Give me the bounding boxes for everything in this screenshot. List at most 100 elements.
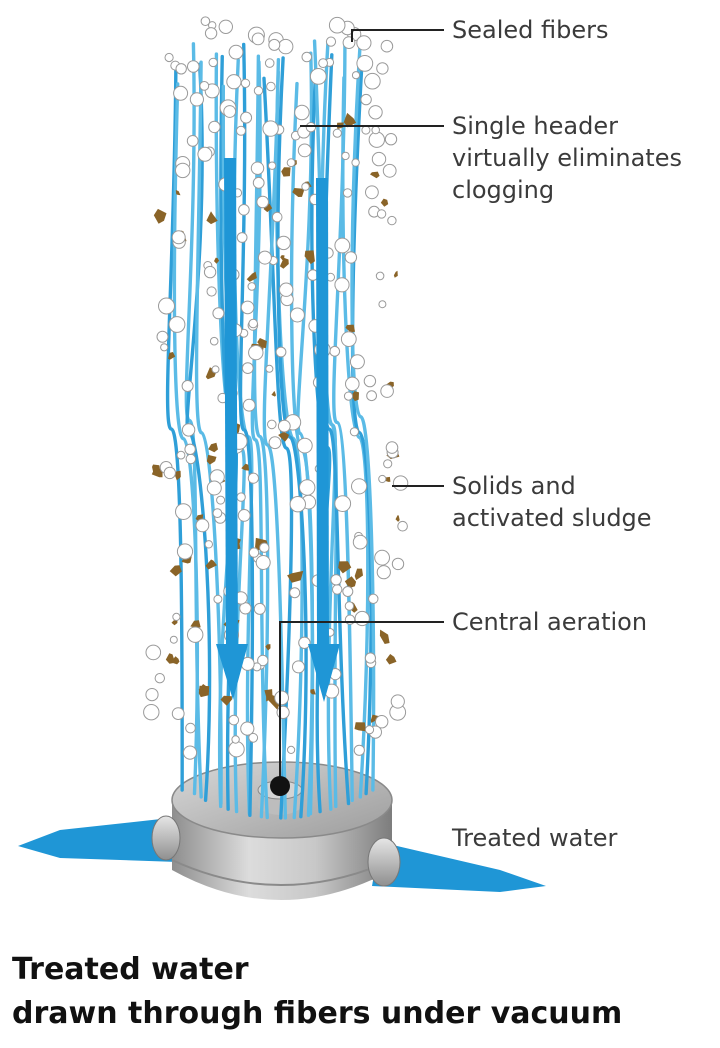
air-bubble [301, 182, 310, 191]
sludge-particle [279, 257, 289, 269]
air-bubble [228, 741, 245, 758]
air-bubble [364, 72, 381, 90]
air-bubble [181, 380, 194, 392]
air-bubble [384, 133, 398, 146]
air-bubble [223, 105, 237, 118]
air-bubble [253, 602, 266, 615]
air-bubble [271, 211, 283, 223]
air-bubble [349, 354, 365, 370]
label-solids: Solids and activated sludge [452, 472, 652, 532]
air-bubble [356, 35, 372, 51]
air-bubble [375, 271, 385, 281]
air-bubble [199, 81, 210, 91]
air-bubble [175, 503, 192, 521]
air-bubble [328, 16, 346, 34]
air-bubble [267, 419, 277, 430]
leader-lines [279, 29, 444, 784]
air-bubble [368, 131, 385, 148]
sludge-particle [168, 352, 176, 360]
air-bubble [341, 151, 350, 161]
air-bubble [236, 232, 248, 243]
flow-arrows [216, 157, 340, 702]
air-bubble [203, 265, 217, 279]
air-bubble [371, 151, 387, 167]
sludge-particle [220, 695, 232, 706]
air-bubble [352, 534, 368, 550]
sludge-particle [257, 338, 267, 348]
sludge-particle [206, 211, 218, 225]
air-bubble [163, 466, 177, 480]
air-bubble [168, 316, 186, 333]
air-bubble [218, 19, 234, 34]
air-bubble [289, 496, 306, 513]
air-bubble [208, 57, 218, 68]
air-bubble [268, 38, 281, 51]
flow-arrow-left-head [216, 644, 248, 700]
sludge-particle [354, 722, 367, 732]
air-bubble [176, 543, 194, 560]
flow-arrow-left [224, 157, 238, 651]
air-bubble [209, 336, 219, 346]
air-bubble [342, 36, 356, 49]
leader-central-aeration [279, 621, 444, 784]
air-bubble [231, 735, 240, 744]
sludge-particle [205, 559, 217, 570]
air-bubble [216, 495, 226, 505]
air-bubble [292, 660, 305, 674]
air-bubble [238, 204, 250, 216]
fiber [296, 51, 315, 816]
sludge-particle [206, 454, 217, 465]
sludge-particle [175, 190, 181, 196]
air-bubble [376, 209, 387, 219]
air-bubble [343, 391, 354, 401]
air-bubble [345, 376, 360, 392]
air-bubble [250, 161, 265, 175]
air-bubble [368, 105, 383, 120]
caption-line-1: Treated water [12, 952, 249, 987]
air-bubble [380, 39, 394, 53]
air-bubble [197, 146, 213, 162]
air-bubble [366, 390, 378, 402]
air-bubble [380, 384, 394, 398]
air-bubble [169, 635, 178, 644]
air-bubble [226, 74, 242, 90]
air-bubble [387, 215, 397, 226]
air-bubble [289, 307, 305, 323]
sludge-particle [393, 270, 398, 278]
label-single-header: Single header virtually eliminates clogg… [452, 112, 690, 204]
sludge-particle [344, 576, 357, 589]
air-bubble [330, 574, 342, 586]
label-treated-water: Treated water [451, 824, 617, 852]
sludge-particle [354, 568, 363, 581]
sludge-particle [292, 188, 305, 197]
air-bubble [305, 122, 317, 133]
air-bubble [329, 345, 341, 357]
sludge-particle [271, 390, 276, 397]
caption-line-2: drawn through fibers under vacuum [12, 996, 623, 1031]
air-bubble [265, 364, 274, 373]
air-bubble [195, 518, 210, 533]
air-bubble [351, 478, 368, 495]
left-nozzle [151, 815, 181, 861]
air-bubble [309, 68, 327, 85]
air-bubble [277, 419, 291, 433]
sludge-particle [310, 689, 316, 695]
air-bubble [266, 81, 276, 92]
air-bubble [351, 158, 360, 167]
air-bubble [360, 93, 372, 106]
air-bubble [158, 297, 175, 315]
air-bubble [376, 565, 391, 580]
sludge-particle [165, 653, 176, 664]
air-bubble [382, 163, 397, 178]
air-bubble [349, 427, 359, 437]
air-bubble [368, 593, 379, 604]
treated-water-outlet-left [18, 818, 178, 862]
air-bubble [342, 188, 353, 198]
sludge-particle [380, 198, 389, 207]
air-bubble [276, 705, 290, 720]
air-bubble [364, 652, 376, 664]
air-bubble [200, 16, 211, 27]
air-bubble [392, 475, 409, 491]
air-bubble [334, 277, 350, 293]
sludge-particle [304, 250, 315, 265]
